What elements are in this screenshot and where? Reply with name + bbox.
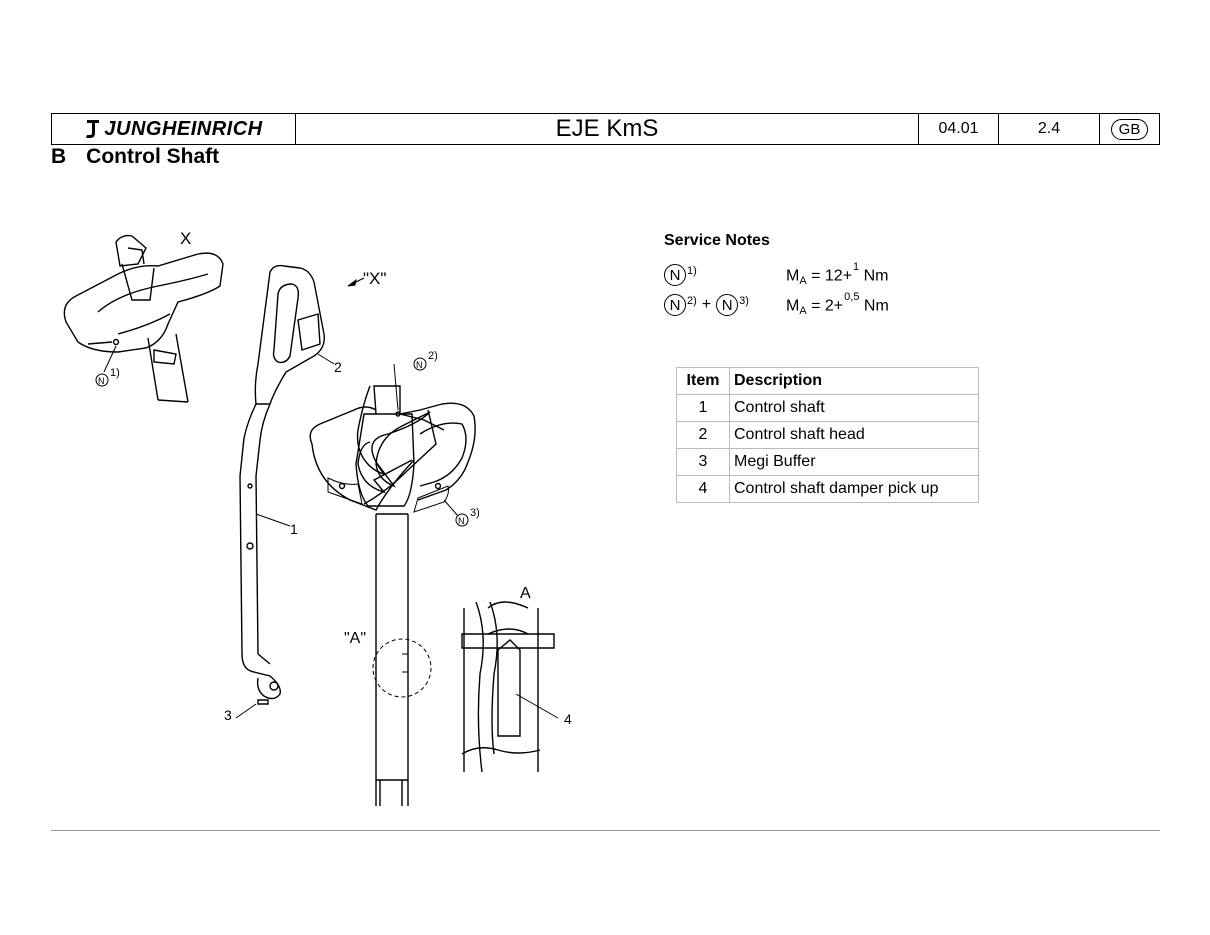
torque-value: MA = 2+0,5 Nm — [786, 290, 889, 318]
n-symbol: N — [664, 264, 686, 286]
label-part-4: 4 — [564, 711, 572, 727]
language-cell: GB — [1100, 114, 1159, 144]
label-part-2: 2 — [334, 359, 342, 375]
front-control-shaft — [309, 385, 476, 806]
svg-text:N: N — [98, 376, 105, 386]
logo-arrow-icon — [86, 120, 100, 138]
column-header-item: Item — [676, 367, 730, 395]
note-ref: N 1) — [664, 264, 786, 286]
service-note-row-2: N 2) + N 3) MA = 2+0,5 Nm — [664, 290, 889, 320]
column-header-description: Description — [729, 367, 979, 395]
section-number: 2.4 — [999, 114, 1100, 144]
svg-text:3): 3) — [470, 507, 480, 519]
note-ref: N 2) + N 3) — [664, 294, 786, 316]
svg-text:2): 2) — [428, 350, 438, 362]
item-description: Megi Buffer — [729, 448, 979, 476]
n-marker-2: N 2) — [413, 350, 438, 371]
torque-value: MA = 12+1 Nm — [786, 260, 889, 288]
logo-text: JUNGHEINRICH — [104, 117, 263, 140]
table-row: 2 Control shaft head — [676, 421, 979, 449]
label-a-view: A — [520, 585, 531, 602]
table-row: 4 Control shaft damper pick up — [676, 475, 979, 503]
item-number: 3 — [676, 448, 730, 476]
edition-date: 04.01 — [919, 114, 999, 144]
label-x-view: X — [180, 229, 191, 248]
n-symbol: N — [716, 294, 739, 316]
label-part-3: 3 — [224, 707, 232, 723]
item-number: 4 — [676, 475, 730, 503]
section-heading: B Control Shaft — [51, 145, 219, 169]
n-symbol: N — [664, 294, 686, 316]
label-x-reference: "X" — [363, 269, 386, 288]
service-notes: Service Notes N 1) MA = 12+1 Nm N 2) + N… — [664, 232, 889, 320]
jungheinrich-logo: JUNGHEINRICH — [84, 118, 262, 141]
svg-text:N: N — [416, 360, 423, 370]
item-description: Control shaft — [729, 394, 979, 422]
logo-cell: JUNGHEINRICH — [52, 114, 296, 144]
table-row: 1 Control shaft — [676, 394, 979, 422]
table-row: 3 Megi Buffer — [676, 448, 979, 476]
label-part-1: 1 — [290, 521, 298, 537]
parts-table: Item Description 1 Control shaft 2 Contr… — [676, 367, 979, 503]
footer-divider — [51, 830, 1160, 831]
n-marker-3: N 3) — [455, 507, 480, 527]
section-title: Control Shaft — [86, 145, 220, 168]
label-a-reference: "A" — [344, 630, 366, 647]
model-name: EJE KmS — [296, 114, 919, 144]
item-description: Control shaft damper pick up — [729, 475, 979, 503]
table-header-row: Item Description — [676, 367, 979, 395]
n-marker-1: N 1) — [95, 367, 120, 387]
page-header: JUNGHEINRICH EJE KmS 04.01 2.4 GB — [51, 113, 1160, 145]
detail-a-section — [461, 601, 555, 773]
item-number: 1 — [676, 394, 730, 422]
section-letter: B — [51, 145, 67, 168]
item-number: 2 — [676, 421, 730, 449]
control-shaft-drawing: X "X" A "A" 2 1 3 4 N 1) N 2) N 3) — [63, 229, 572, 806]
side-control-shaft — [239, 264, 325, 705]
detail-x-head — [63, 234, 224, 403]
item-description: Control shaft head — [729, 421, 979, 449]
svg-text:1): 1) — [110, 367, 120, 379]
service-note-row-1: N 1) MA = 12+1 Nm — [664, 260, 889, 290]
service-notes-title: Service Notes — [664, 232, 770, 249]
language-badge: GB — [1110, 118, 1149, 140]
svg-text:N: N — [458, 516, 465, 526]
